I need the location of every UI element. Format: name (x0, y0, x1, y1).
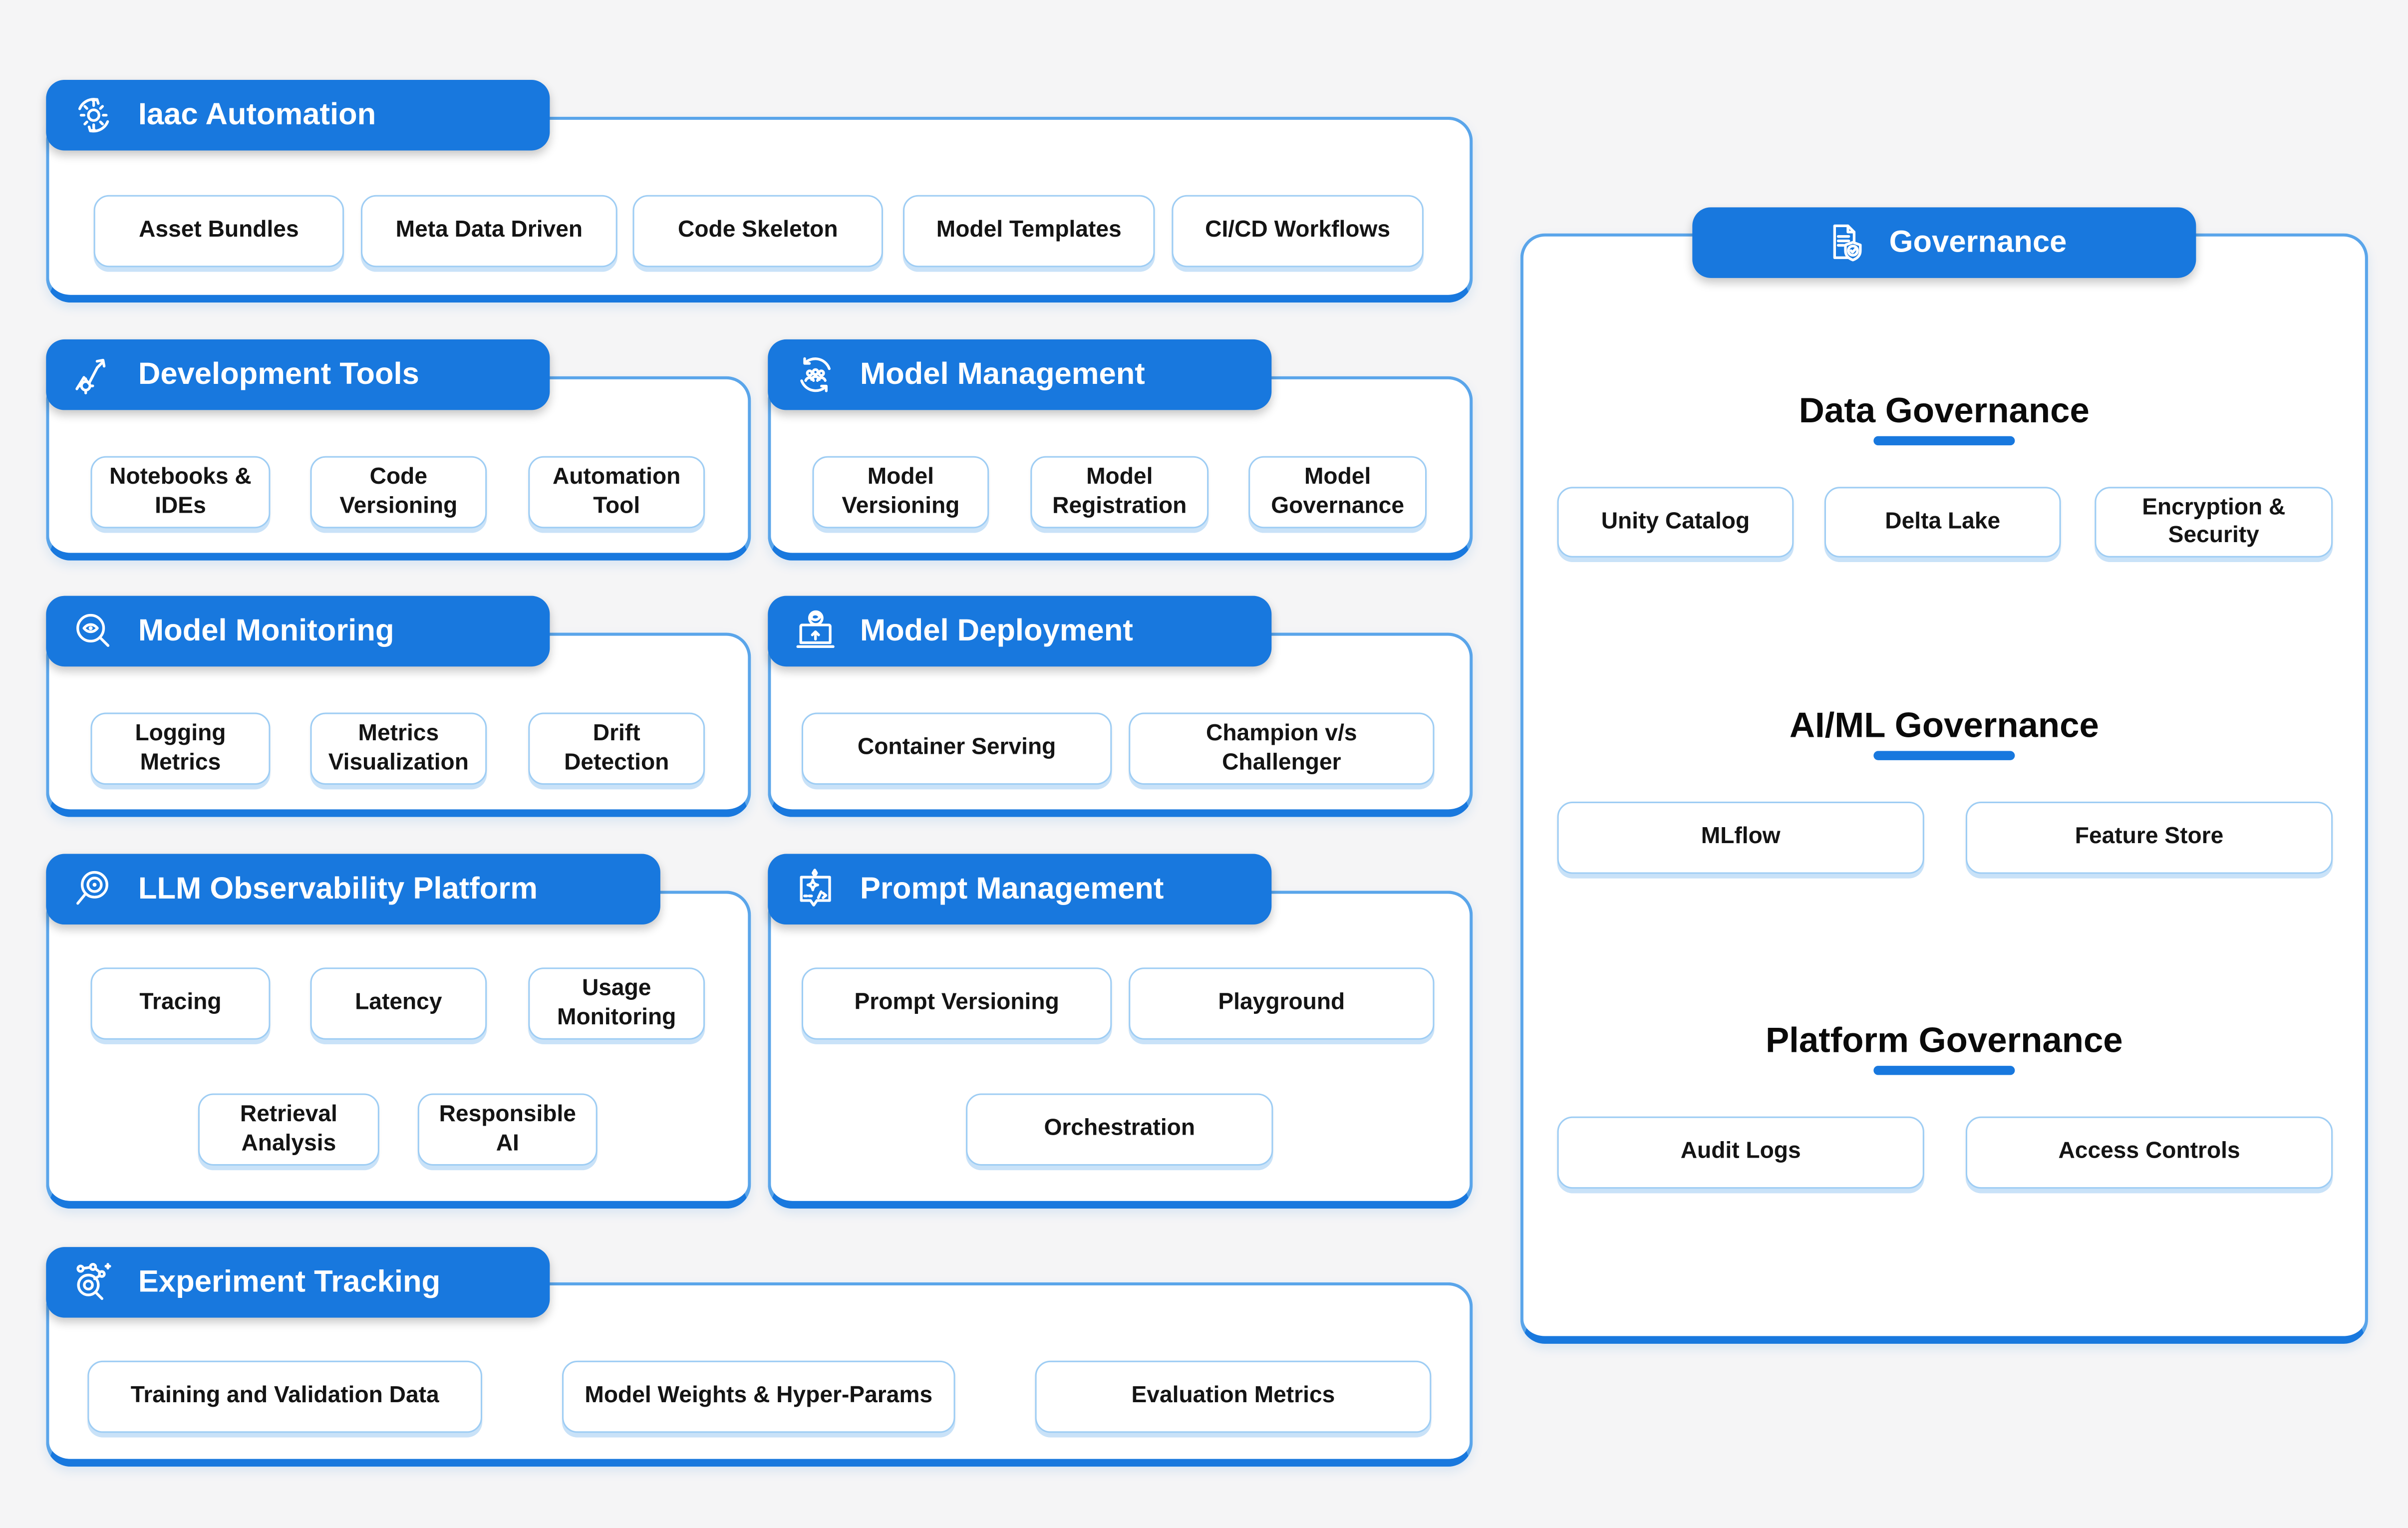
chip-model-versioning[interactable]: Model Versioning (812, 456, 989, 529)
platform-governance-heading: Platform Governance (1765, 1019, 2123, 1060)
chip-playground[interactable]: Playground (1129, 967, 1435, 1040)
chip-feature-store[interactable]: Feature Store (1965, 801, 2333, 874)
chip-delta-lake[interactable]: Delta Lake (1824, 487, 2061, 558)
governance-header: Governance (1692, 207, 2196, 278)
chip-logging-metrics[interactable]: Logging Metrics (90, 712, 271, 785)
chip-model-templates[interactable]: Model Templates (903, 195, 1155, 268)
panel-model-management: Model Management Model Versioning Model … (768, 339, 1473, 561)
model-deployment-header: Model Deployment (768, 596, 1272, 667)
development-tools-header: Development Tools (46, 339, 550, 410)
chip-code-skeleton[interactable]: Code Skeleton (632, 195, 883, 268)
data-governance-heading: Data Governance (1799, 390, 2090, 430)
panel-title: Development Tools (138, 357, 419, 391)
chip-drift-detection[interactable]: Drift Detection (528, 712, 705, 785)
platform-governance-underline (1873, 1066, 2015, 1075)
panel-development-tools: Development Tools Notebooks & IDEs Code … (46, 339, 751, 561)
document-shield-icon (1821, 220, 1867, 266)
panel-title: Prompt Management (860, 871, 1164, 906)
growth-chart-gear-icon (71, 352, 117, 398)
aiml-governance-underline (1873, 751, 2015, 760)
panel-title: Model Deployment (860, 613, 1133, 647)
chip-usage-monitoring[interactable]: Usage Monitoring (528, 967, 705, 1040)
chip-unity-catalog[interactable]: Unity Catalog (1557, 487, 1794, 558)
chip-mlflow[interactable]: MLflow (1557, 801, 1924, 874)
iaac-automation-header: Iaac Automation (46, 79, 550, 151)
chip-prompt-versioning[interactable]: Prompt Versioning (801, 967, 1112, 1040)
eye-magnifier-icon (71, 608, 117, 654)
prompt-management-header: Prompt Management (768, 854, 1272, 925)
chip-model-registration[interactable]: Model Registration (1030, 456, 1209, 529)
chip-responsible-ai[interactable]: Responsible AI (417, 1093, 598, 1166)
chip-container-serving[interactable]: Container Serving (801, 712, 1112, 785)
chip-automation-tool[interactable]: Automation Tool (528, 456, 705, 529)
panel-prompt-management: Prompt Management Prompt Versioning Play… (768, 854, 1473, 1209)
chip-tracing[interactable]: Tracing (90, 967, 271, 1040)
chip-evaluation-metrics[interactable]: Evaluation Metrics (1035, 1360, 1432, 1433)
chip-champion-challenger[interactable]: Champion v/s Challenger (1129, 712, 1435, 785)
data-governance-underline (1873, 436, 2015, 446)
panel-title: LLM Observability Platform (138, 871, 538, 906)
chip-audit-logs[interactable]: Audit Logs (1557, 1116, 1924, 1189)
panel-title: Model Monitoring (138, 613, 394, 647)
chip-training-validation-data[interactable]: Training and Validation Data (87, 1360, 483, 1433)
chip-model-weights-hyperparams[interactable]: Model Weights & Hyper-Params (562, 1360, 955, 1433)
panel-model-deployment: Model Deployment Container Serving Champ… (768, 596, 1473, 817)
chip-meta-data-driven[interactable]: Meta Data Driven (360, 195, 617, 268)
chip-code-versioning[interactable]: Code Versioning (310, 456, 487, 529)
experiment-network-icon (71, 1259, 117, 1305)
panel-title: Experiment Tracking (138, 1264, 441, 1299)
automation-gear-icon (71, 92, 117, 138)
chip-notebooks-ides[interactable]: Notebooks & IDEs (90, 456, 271, 529)
prompt-chat-icon (792, 866, 838, 912)
chip-model-governance[interactable]: Model Governance (1248, 456, 1427, 529)
panel-title: Governance (1889, 225, 2067, 259)
chip-latency[interactable]: Latency (310, 967, 487, 1040)
chip-metrics-visualization[interactable]: Metrics Visualization (310, 712, 487, 785)
panel-llm-observability: LLM Observability Platform Tracing Laten… (46, 854, 751, 1209)
panel-experiment-tracking: Experiment Tracking Training and Validat… (46, 1247, 1473, 1467)
panel-title: Model Management (860, 357, 1145, 391)
model-monitoring-header: Model Monitoring (46, 596, 550, 667)
chip-asset-bundles[interactable]: Asset Bundles (93, 195, 344, 268)
model-management-header: Model Management (768, 339, 1272, 410)
chip-access-controls[interactable]: Access Controls (1965, 1116, 2333, 1189)
panel-title: Iaac Automation (138, 97, 376, 132)
chip-retrieval-analysis[interactable]: Retrieval Analysis (198, 1093, 379, 1166)
aiml-governance-heading: AI/ML Governance (1789, 705, 2099, 745)
panel-model-monitoring: Model Monitoring Logging Metrics Metrics… (46, 596, 751, 817)
chip-orchestration[interactable]: Orchestration (966, 1093, 1273, 1166)
laptop-upload-icon (792, 608, 838, 654)
chip-cicd-workflows[interactable]: CI/CD Workflows (1172, 195, 1424, 268)
target-magnifier-icon (71, 866, 117, 912)
llm-observability-header: LLM Observability Platform (46, 854, 660, 925)
panel-governance: Governance Data Governance Unity Catalog… (1520, 207, 2368, 1344)
experiment-tracking-header: Experiment Tracking (46, 1247, 550, 1318)
chip-encryption-security[interactable]: Encryption & Security (2095, 487, 2333, 558)
panel-iaac-automation: Iaac Automation Asset Bundles Meta Data … (46, 79, 1473, 303)
team-sync-icon (792, 352, 838, 398)
